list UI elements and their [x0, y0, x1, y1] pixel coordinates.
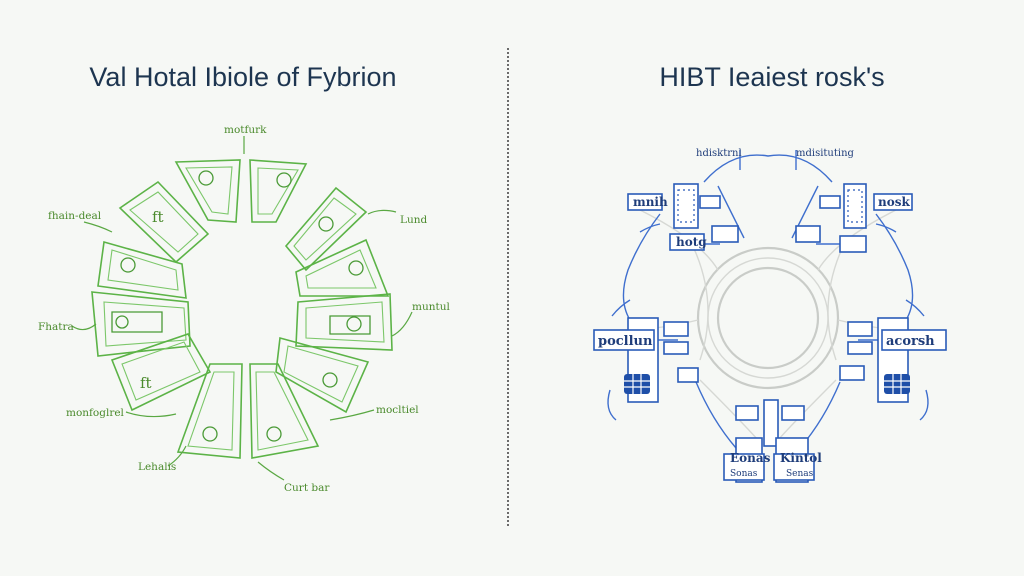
label-left-lower: pocllun: [598, 334, 653, 349]
petal-upper-right: [284, 186, 368, 272]
right-diagram-title: HIBT Ieaiest rosk's: [659, 62, 885, 92]
label-bottom-right: Curt bar: [284, 482, 330, 494]
label-top: motfurk: [224, 124, 267, 136]
label-top-left: hdisktrnl: [696, 148, 742, 159]
petal-lower-right: [275, 336, 370, 414]
label-bottom-right: Kintol: [780, 451, 822, 465]
grid-icon: [624, 374, 650, 394]
node-upper-left: [673, 183, 739, 243]
label-middle-right: muntul: [412, 301, 450, 313]
petal-left: [91, 291, 191, 357]
left-diagram-title: Val Hotal Ibiole of Fybrion: [89, 62, 397, 92]
label-bottom-left: Eonas: [730, 451, 771, 465]
central-ring: [619, 209, 917, 441]
petal-lower-left: ft: [110, 333, 212, 412]
node-label-box: [593, 329, 655, 351]
petal-mid-right: [295, 238, 390, 297]
label-lower-right: mocltiel: [376, 404, 419, 416]
node-label-box: [881, 329, 947, 351]
label-bottom-left-small: Sonas: [730, 469, 758, 479]
label-lower-left: monfoglrel: [66, 407, 125, 419]
blue-connectors: [607, 150, 929, 449]
grid-icon: [884, 374, 910, 394]
node-bottom: [723, 399, 815, 483]
label-upper-left: fhain-deal: [48, 210, 102, 222]
petal-mid-left: [97, 240, 187, 299]
petal-glyph-text: ft: [140, 374, 152, 392]
panel-divider: [507, 48, 509, 526]
petal-bottom-right: [249, 363, 320, 459]
petal-ring: ft: [91, 159, 393, 459]
green-callout-arrows: [71, 136, 413, 481]
petal-right: [295, 293, 393, 351]
label-middle-left: Fhatra: [38, 321, 74, 333]
label-bottom-right-small: Senas: [786, 469, 814, 479]
node-label-box: [669, 233, 705, 251]
petal-glyph-text: ft: [152, 208, 164, 226]
node-label-box: [873, 193, 913, 211]
label-left-upper: mnih: [633, 195, 668, 209]
node-label-box: [627, 193, 663, 211]
label-right-lower: acorsh: [886, 334, 935, 349]
petal-top-left: [174, 159, 241, 223]
petal-bottom-left: [176, 363, 243, 459]
label-right-upper: nosk: [878, 195, 910, 209]
petal-upper-left: ft: [118, 180, 210, 264]
node-upper-right: [795, 183, 867, 253]
petal-top-right: [249, 159, 308, 223]
label-left-mid: hotg: [676, 235, 707, 249]
label-bottom-left: Lehalis: [138, 461, 176, 473]
label-upper-right: Lund: [400, 214, 427, 226]
label-top-right: mdisituting: [796, 148, 855, 159]
